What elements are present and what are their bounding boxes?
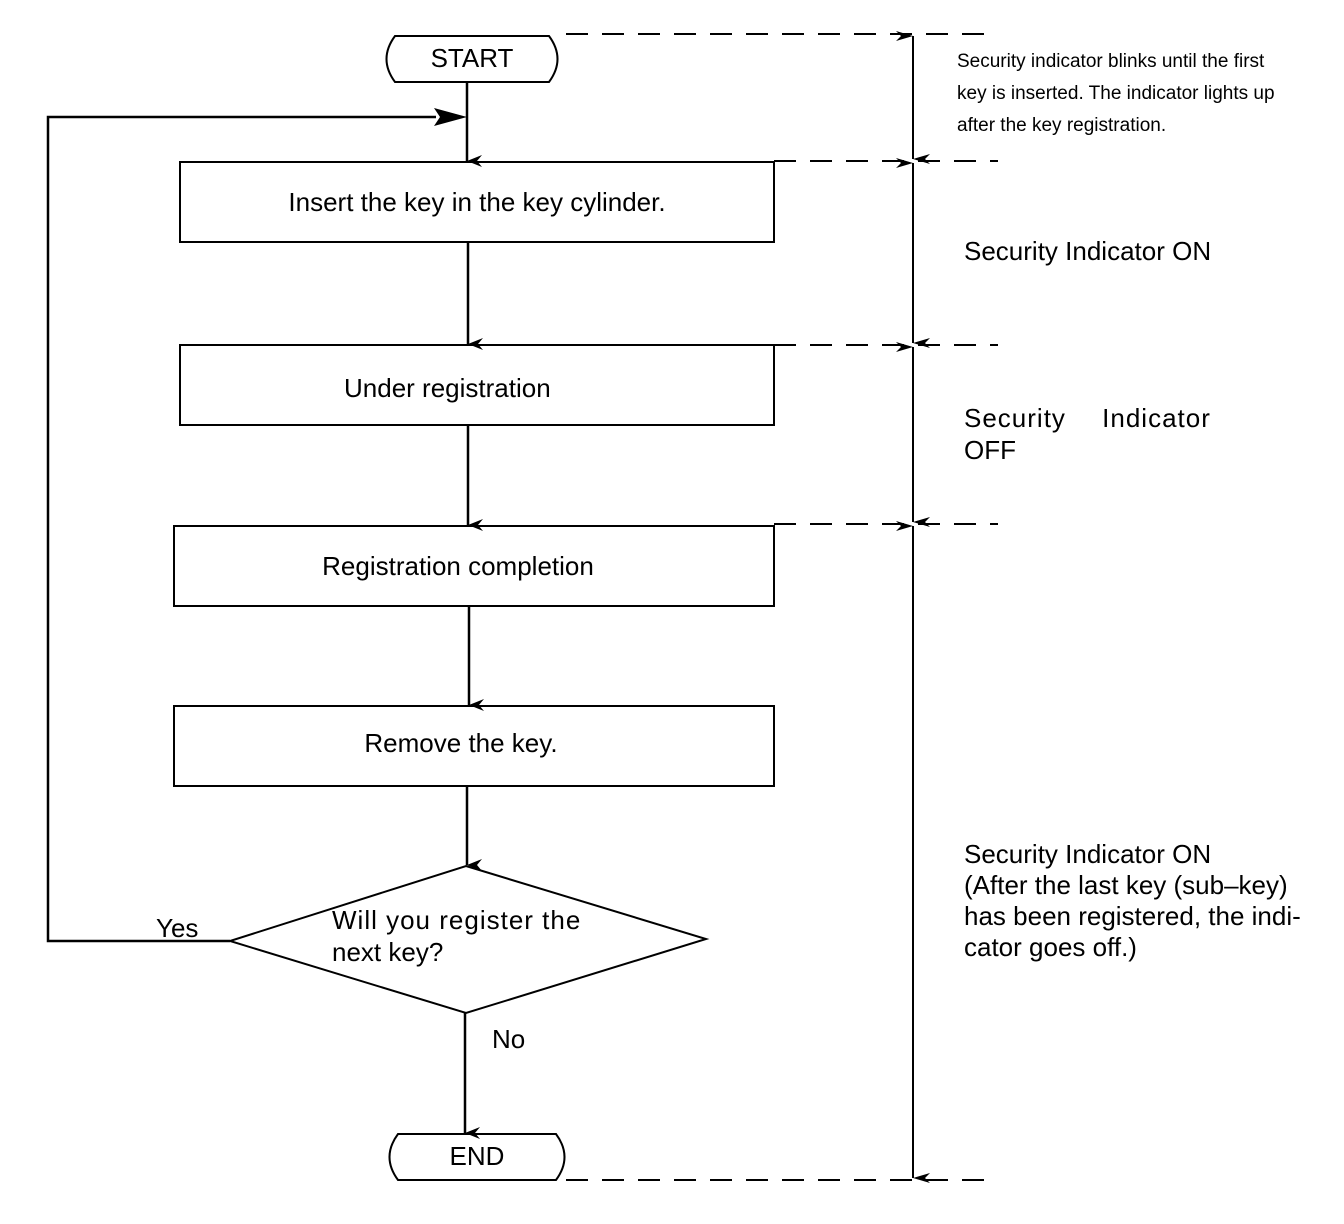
phase-on-2-line4: cator goes off.) [964,932,1137,962]
end-label: END [449,1141,505,1171]
step-label-under-registration: Under registration [344,373,551,403]
decision-question-line1: Will you register the [332,905,582,935]
end-terminator [388,1133,566,1181]
step-label-remove-key: Remove the key. [364,728,558,758]
yes-loop-line [46,115,436,943]
blink-note-line1: Security indicator blinks until the firs… [957,51,1265,72]
phase-on-2-line3: has been registered, the indi- [964,901,1301,931]
decision-no-label: No [492,1024,526,1054]
start-terminator [385,35,559,83]
phase-off-line1: Security Indicator [964,403,1211,433]
decision-yes-label: Yes [156,913,199,943]
phase-on-2-line2: (After the last key (sub–key) [964,870,1288,900]
step-label-registration-completion: Registration completion [322,551,594,581]
phase-on-1-label: Security Indicator ON [964,236,1212,266]
step-label-insert-key: Insert the key in the key cylinder. [288,187,666,217]
yes-loop-arrowhead [434,108,467,126]
blink-note-line3: after the key registration. [957,115,1167,136]
phase-on-2-line1: Security Indicator ON [964,839,1212,869]
decision-diamond [226,864,710,1015]
start-label: START [430,43,514,73]
blink-note-line2: key is inserted. The indicator lights up [957,83,1275,104]
decision-question-line2: next key? [332,937,444,967]
phase-off-line2: OFF [964,435,1016,465]
